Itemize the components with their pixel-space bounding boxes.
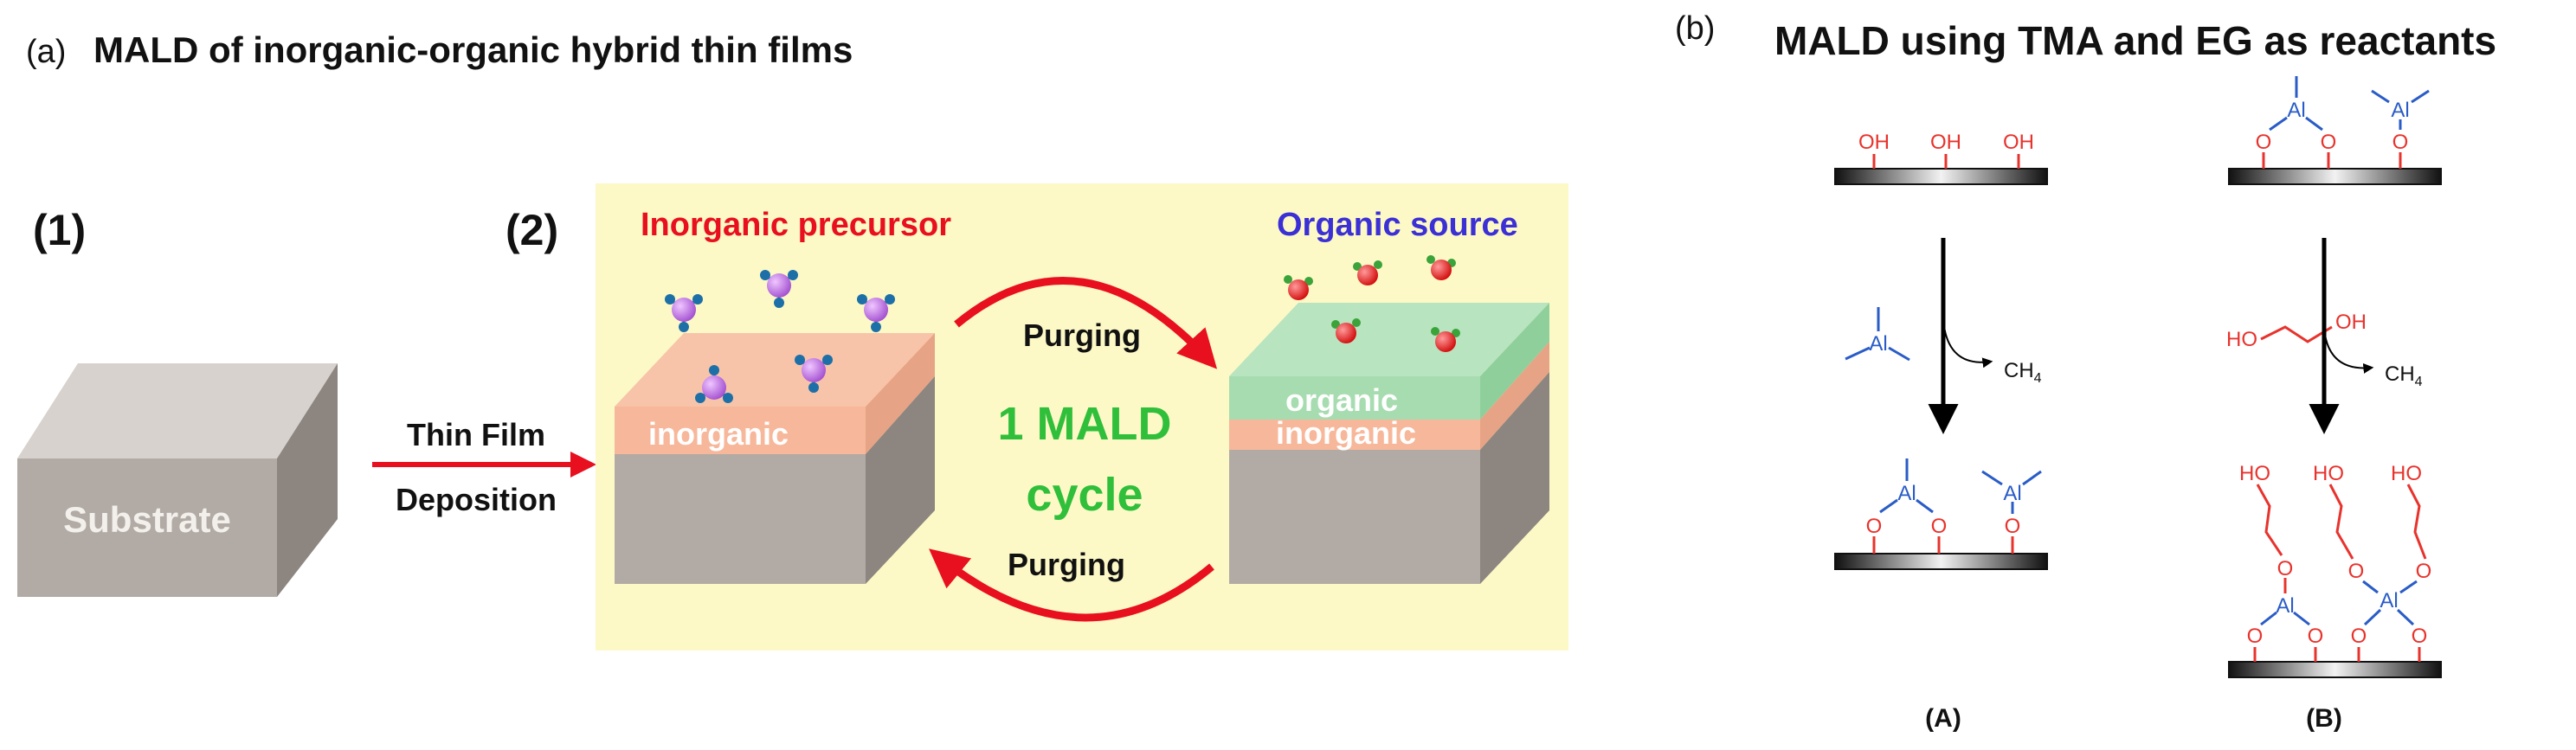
al-a-1: Al — [1897, 482, 1916, 505]
oh-group-1: OH — [1858, 131, 1890, 154]
mald-cycle-line1: 1 MALD — [998, 398, 1172, 450]
ho-b-3: HO — [2391, 462, 2422, 485]
o-a-3: O — [2005, 515, 2021, 538]
o-b-top-2: O — [2321, 131, 2337, 154]
oh-group-2: OH — [1930, 131, 1961, 154]
substrate-cube: Substrate — [17, 363, 338, 597]
o-b-5: O — [2412, 625, 2428, 648]
panel-a-title: MALD of inorganic-organic hybrid thin fi… — [93, 29, 853, 70]
panel-b-label: (b) — [1675, 10, 1715, 47]
al-b-top-2: Al — [2391, 99, 2409, 122]
organic-source-label: Organic source — [1277, 207, 1518, 243]
panel-a: (a) MALD of inorganic-organic hybrid thi… — [17, 29, 1568, 651]
o-b-7: O — [2416, 560, 2432, 583]
inorganic-layer-label-2: inorganic — [1276, 415, 1416, 451]
ch4-a: CH4 — [2004, 359, 2042, 386]
hydroxylated-surface: OH OH OH — [1834, 131, 2048, 185]
column-b: O O Al O Al HO OH CH4 — [2226, 76, 2442, 733]
ch4-b: CH4 — [2385, 362, 2423, 389]
o-b-1: O — [2247, 625, 2264, 648]
o-a-2: O — [1931, 515, 1948, 538]
eg-product-surface: O O Al O HO O O Al O O — [2228, 462, 2442, 678]
deposition-label-line1: Thin Film — [407, 417, 545, 452]
purging-bottom-label: Purging — [1008, 547, 1125, 582]
hybrid-film-block: organic inorganic — [1229, 303, 1549, 584]
caption-a: (A) — [1925, 704, 1961, 733]
step-2-label: (2) — [506, 206, 558, 254]
ho-b-2: HO — [2313, 462, 2344, 485]
panel-a-label: (a) — [26, 34, 66, 70]
cycle-arrow-top — [954, 277, 1218, 369]
al-b-top-1: Al — [2287, 99, 2305, 122]
caption-b: (B) — [2306, 704, 2342, 733]
eg-molecule: HO OH — [2226, 311, 2367, 351]
organic-molecules — [1284, 255, 1460, 352]
column-a: OH OH OH Al CH4 O O — [1834, 131, 2048, 733]
tma-al: Al — [1869, 332, 1887, 356]
eg-ho: HO — [2226, 328, 2257, 351]
deposition-arrow: Thin Film Deposition — [372, 417, 596, 517]
o-b-3: O — [2277, 557, 2294, 580]
panel-b-title: MALD using TMA and EG as reactants — [1774, 18, 2496, 63]
methylated-surface: O O Al O Al — [2228, 76, 2442, 185]
o-b-6: O — [2348, 560, 2365, 583]
o-b-2: O — [2308, 625, 2324, 648]
byproduct-arrow-a — [1942, 319, 1993, 369]
al-a-2: Al — [2003, 482, 2021, 505]
inorganic-layer-label: inorganic — [648, 416, 789, 452]
organic-layer-label: organic — [1285, 382, 1398, 418]
inorganic-film-block: inorganic — [615, 333, 935, 584]
deposition-label-line2: Deposition — [396, 482, 557, 517]
oh-group-3: OH — [2003, 131, 2034, 154]
step-1-label: (1) — [33, 206, 86, 254]
purging-top-label: Purging — [1023, 317, 1141, 353]
mald-cycle-line2: cycle — [1026, 469, 1143, 521]
al-b-2: Al — [2380, 589, 2398, 612]
eg-oh: OH — [2335, 311, 2367, 334]
byproduct-arrow-b — [2323, 328, 2374, 374]
panel-b: (b) MALD using TMA and EG as reactants O… — [1675, 10, 2496, 733]
cycle-arrow-bottom — [929, 548, 1214, 622]
ho-b-1: HO — [2239, 462, 2270, 485]
o-b-top-3: O — [2392, 131, 2409, 154]
o-b-4: O — [2351, 625, 2367, 648]
inorganic-precursor-label: Inorganic precursor — [641, 207, 951, 243]
o-a-1: O — [1866, 515, 1883, 538]
tma-product-surface: O O Al O Al — [1834, 458, 2048, 570]
tma-molecule: Al — [1845, 307, 1910, 362]
precursor-molecules — [665, 270, 895, 403]
substrate-label: Substrate — [63, 499, 231, 540]
o-b-top-1: O — [2256, 131, 2272, 154]
al-b-1: Al — [2276, 594, 2294, 618]
